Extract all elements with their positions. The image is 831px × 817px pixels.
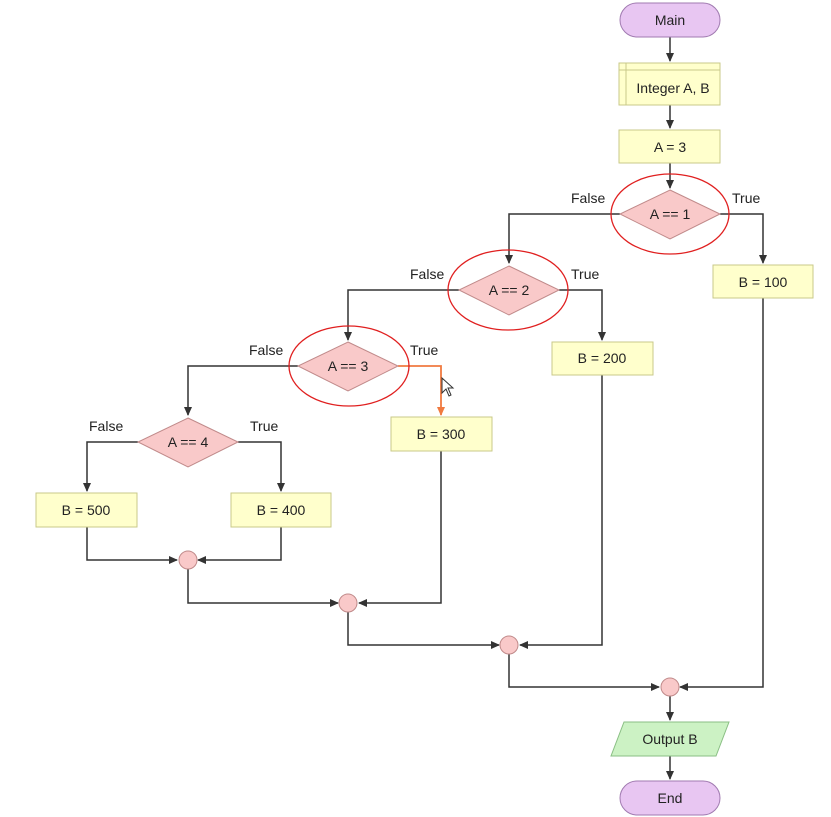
edge-join-2-to-join-1: [508, 654, 660, 691]
decision-1-true-label: True: [732, 190, 760, 206]
decision-3-label: A == 3: [328, 358, 369, 374]
edge-decision-2-true: [559, 289, 606, 341]
decision-4-label: A == 4: [168, 434, 209, 450]
assign-a-box[interactable]: A = 3: [618, 129, 721, 164]
decision-1-highlight-ring: [610, 173, 730, 255]
edge-decision-4-false: [83, 441, 138, 492]
end-terminal-label: End: [658, 790, 683, 806]
declare-box[interactable]: Integer A, B: [618, 62, 721, 106]
decision-2-false-label: False: [410, 266, 444, 282]
decision-4[interactable]: A == 4: [136, 417, 240, 468]
assign-b-300-box[interactable]: B = 300: [390, 416, 493, 452]
assign-b-200-label: B = 200: [578, 350, 627, 366]
declare-box-label: Integer A, B: [636, 80, 709, 96]
join-connector-1[interactable]: [660, 677, 680, 697]
edge-decision-2-false: [344, 289, 459, 341]
assign-b-400-box[interactable]: B = 400: [230, 492, 332, 528]
assign-b-100-label: B = 100: [739, 274, 788, 290]
assign-b-500-label: B = 500: [62, 502, 111, 518]
edge-decision-3-false: [184, 365, 298, 416]
join-connector-2[interactable]: [499, 635, 519, 655]
edge-b100-to-join-1: [679, 298, 764, 691]
decision-3-true-label: True: [410, 342, 438, 358]
start-terminal-label: Main: [655, 12, 685, 28]
join-connector-4[interactable]: [178, 550, 198, 570]
assign-b-400-label: B = 400: [257, 502, 306, 518]
decision-4-false-label: False: [89, 418, 123, 434]
assign-b-200-box[interactable]: B = 200: [551, 341, 654, 376]
join-connector-3[interactable]: [338, 593, 358, 613]
edge-b500-to-join-4: [86, 527, 178, 564]
decision-4-true-label: True: [250, 418, 278, 434]
start-terminal[interactable]: Main: [619, 2, 721, 38]
decision-1-false-label: False: [571, 190, 605, 206]
assign-a-label: A = 3: [654, 139, 687, 155]
edges: [83, 37, 767, 780]
output-box-label: Output B: [642, 731, 697, 747]
edge-b200-to-join-2: [519, 375, 603, 649]
decision-2-label: A == 2: [489, 282, 530, 298]
edge-join-3-to-join-2: [347, 612, 500, 649]
edge-decision-4-true: [238, 441, 285, 492]
decision-3-highlight-ring: [288, 325, 410, 407]
assign-b-300-label: B = 300: [417, 426, 466, 442]
assign-b-500-box[interactable]: B = 500: [35, 492, 138, 528]
decision-1[interactable]: A == 1: [610, 173, 730, 255]
decision-2-true-label: True: [571, 266, 599, 282]
edge-b400-to-join-4: [197, 527, 282, 564]
decision-2[interactable]: A == 2: [447, 249, 569, 331]
edge-decision-1-false: [505, 213, 620, 264]
decision-3[interactable]: A == 3: [288, 325, 410, 407]
decision-3-false-label: False: [249, 342, 283, 358]
edge-join-4-to-join-3: [187, 569, 339, 607]
edge-decision-1-true: [720, 213, 767, 264]
edge-decision-3-true-highlighted[interactable]: [398, 365, 445, 416]
decision-1-label: A == 1: [650, 206, 691, 222]
output-box[interactable]: Output B: [610, 721, 730, 757]
end-terminal[interactable]: End: [619, 780, 721, 816]
decision-2-highlight-ring: [447, 249, 569, 331]
pointer-arrow-icon: [441, 376, 455, 397]
assign-b-100-box[interactable]: B = 100: [712, 264, 814, 299]
edge-b300-to-join-3: [358, 451, 442, 607]
